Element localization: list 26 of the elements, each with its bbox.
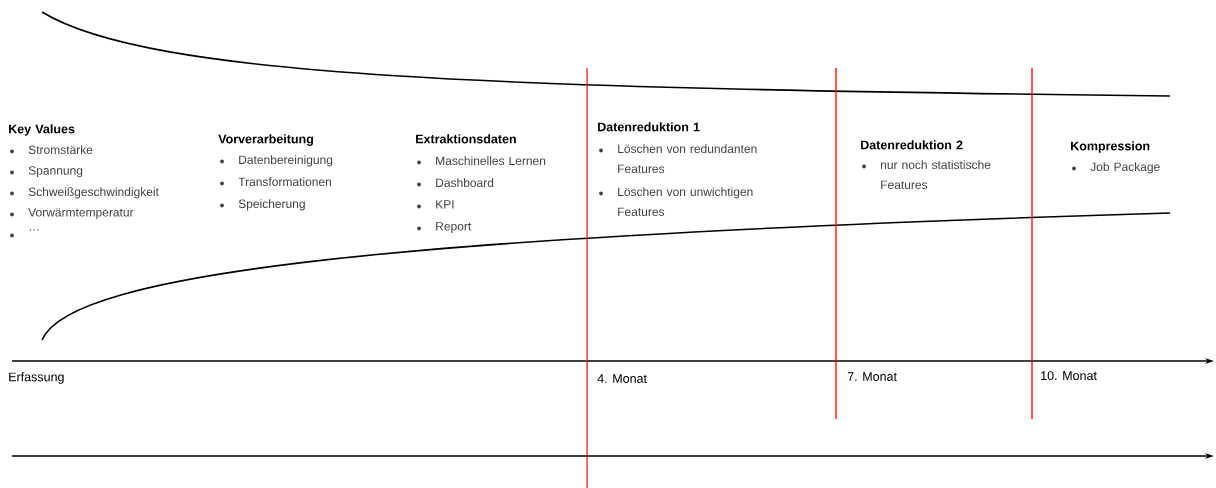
column-heading: Key Values [9,124,75,136]
list-item: Datenbereinigung [239,155,333,167]
list-item: KPI [436,200,454,209]
timeline-label: 7. Monat [847,372,897,381]
timeline-label: 10. Monat [1041,371,1097,381]
list-item: Speicherung [238,199,305,211]
list-item: Report [436,222,472,233]
column-heading: Vorverarbeitung [218,134,313,146]
list-item: Maschinelles Lernen [436,156,546,165]
list-item: nur noch statistische Features [881,160,991,189]
list-item: Dashboard [436,178,494,187]
column-heading: Datenreduktion 1 [598,122,700,132]
column-heading: Extraktionsdaten [416,134,516,144]
timeline-label: 4. Monat [597,374,647,383]
list-item: Löschen von unwichtigen Features [618,187,753,216]
list-item: Transformationen [238,177,331,186]
column-heading: Datenreduktion 2 [861,140,963,150]
list-item: Schweißgeschwindigkeit [28,187,159,199]
list-item: … [29,229,39,231]
list-item: Vorwärmtemperatur [28,208,134,219]
list-item: Stromstärke [28,145,93,154]
list-item: Löschen von redundanten Features [618,144,757,173]
list-item: Spannung [28,166,83,178]
column-heading: Kompression [1071,141,1150,153]
list-item: Job Package [1090,162,1160,174]
timeline-label: Erfassung [9,372,64,384]
